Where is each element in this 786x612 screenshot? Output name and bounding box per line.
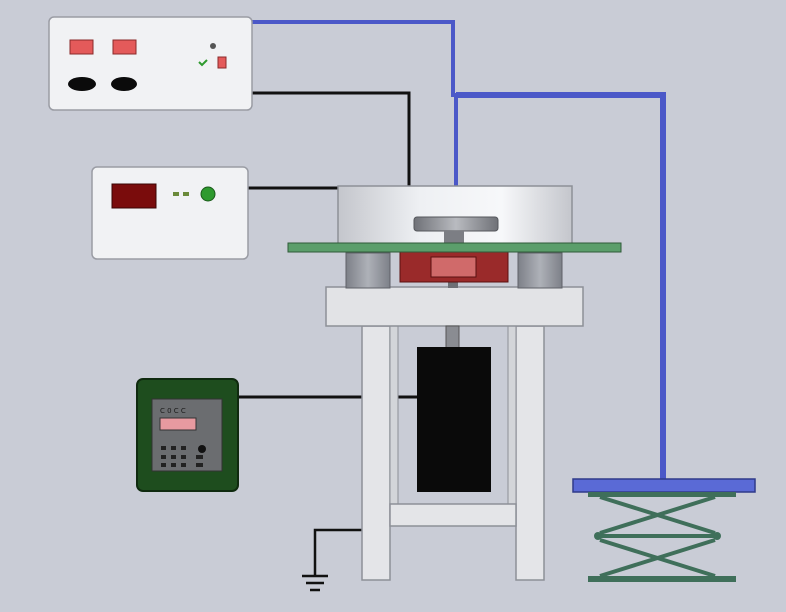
lift-top-rail <box>588 492 736 497</box>
lift-platform <box>572 478 756 493</box>
controller-key-labels: C 0 C C <box>160 407 186 415</box>
indicator-dot-top <box>210 43 216 49</box>
indicator-small-a <box>173 192 179 196</box>
controller-knob-icon[interactable] <box>198 445 206 453</box>
power-switch-small[interactable] <box>217 56 227 69</box>
lift-base <box>588 576 736 582</box>
display-screen <box>111 183 157 209</box>
frame-inner-left <box>389 325 399 505</box>
frame-inner-right <box>507 325 517 505</box>
scissor-lift <box>572 478 756 582</box>
controller-keypad[interactable] <box>161 446 203 467</box>
wiring <box>238 20 666 575</box>
frame-crossbar <box>389 503 517 527</box>
led-green-icon <box>200 186 216 202</box>
test-rig-frame <box>325 286 584 581</box>
socket-left <box>68 77 96 91</box>
support-block-left <box>345 252 391 289</box>
frame-leg-right <box>515 325 545 581</box>
support-block-right <box>517 252 563 289</box>
motor <box>417 325 491 492</box>
blue-wire-supply-to-chamber <box>252 20 458 215</box>
blue-wire-chamber-to-platform <box>456 92 666 485</box>
magnet-center <box>430 256 477 278</box>
lift-knob-icon[interactable] <box>713 532 721 540</box>
frame-leg-left <box>361 325 391 581</box>
socket-right <box>111 77 137 91</box>
controller-display <box>159 417 197 431</box>
ground-symbol-icon <box>302 574 328 592</box>
indicator-small-b <box>183 192 189 196</box>
rotor-hub <box>444 231 464 243</box>
ground-wire <box>313 528 362 575</box>
power-supply <box>48 16 253 111</box>
scissor-arms <box>598 495 717 578</box>
rotor-disc <box>413 216 499 232</box>
lift-crank-handle-icon[interactable] <box>594 532 602 540</box>
test-chamber <box>287 185 622 289</box>
temperature-display <box>91 166 249 260</box>
chamber-base-plate <box>287 242 622 253</box>
motor-body <box>417 347 491 492</box>
motor-shaft <box>445 325 460 349</box>
speed-controller: C 0 C C <box>136 378 239 492</box>
indicator-check-icon <box>198 59 208 67</box>
switch-left[interactable] <box>69 39 94 55</box>
frame-top-plate <box>325 286 584 327</box>
switch-right[interactable] <box>112 39 137 55</box>
